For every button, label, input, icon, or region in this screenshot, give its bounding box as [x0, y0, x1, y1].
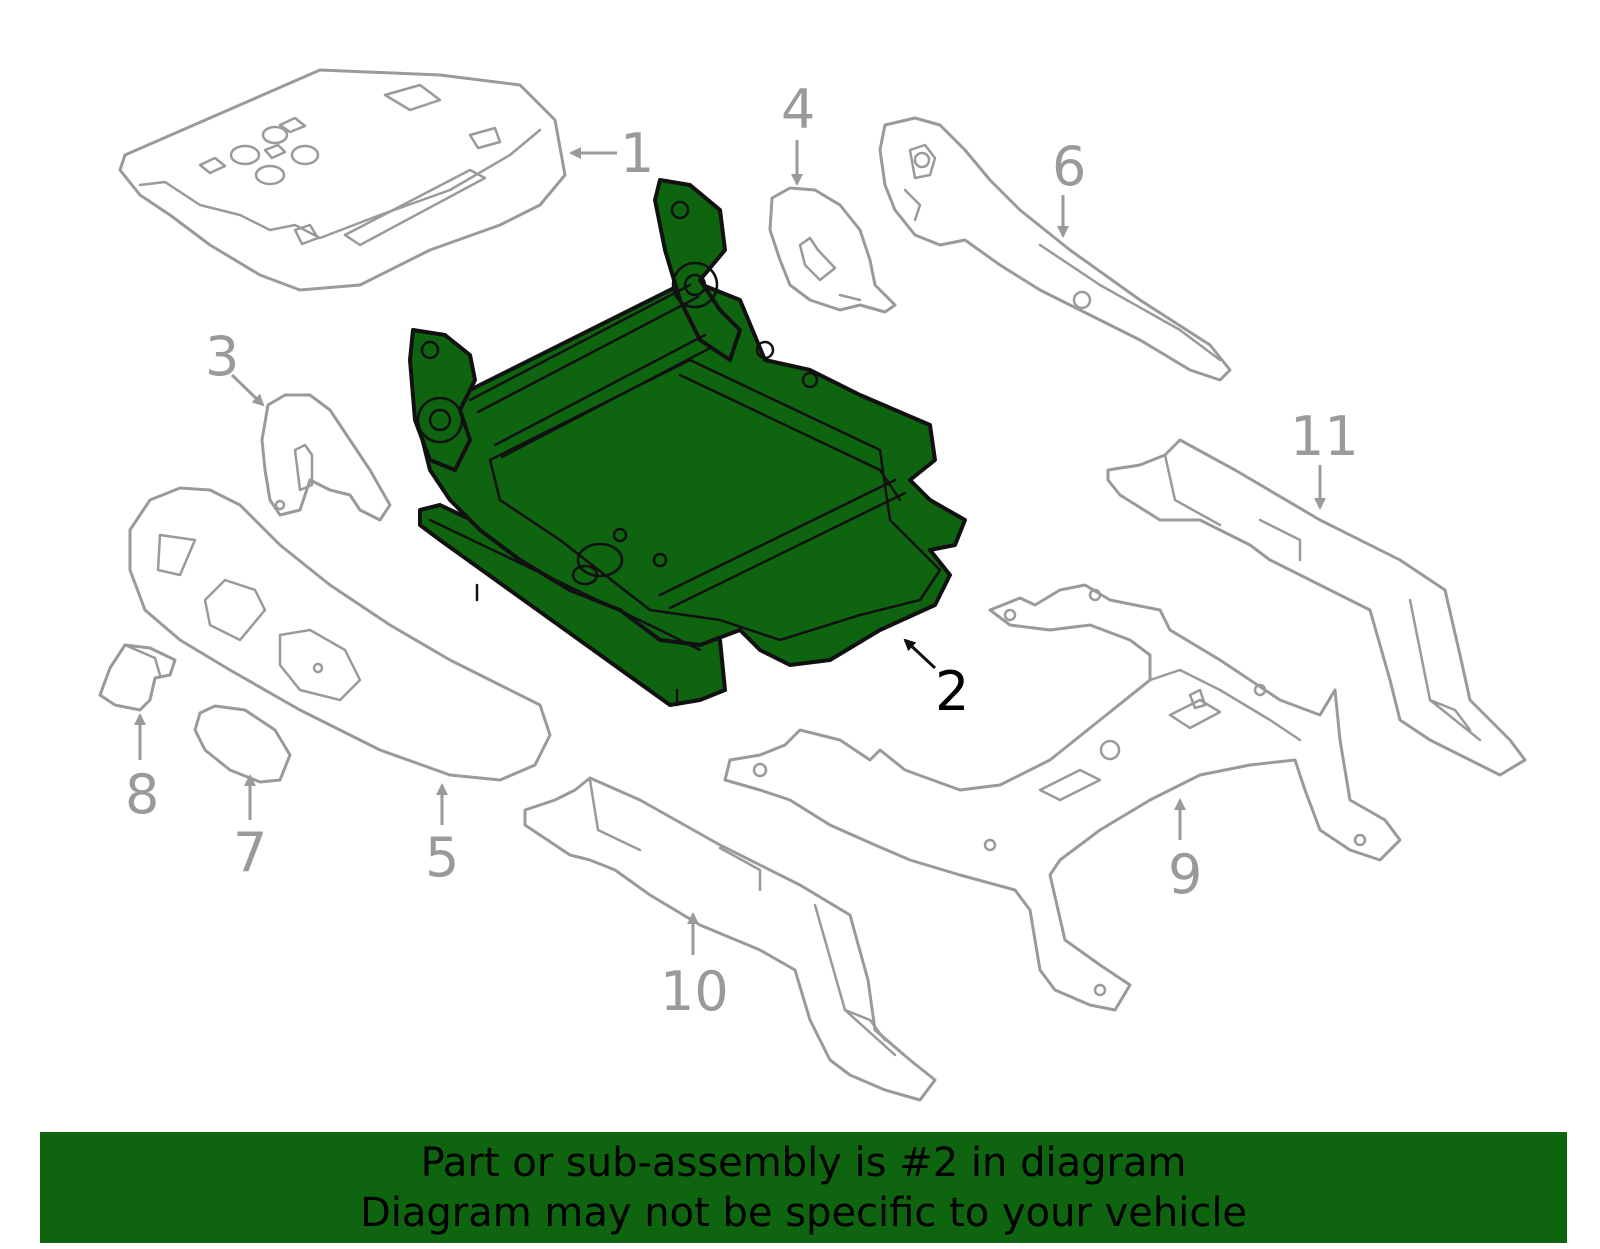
part-4-recliner-cover[interactable] — [768, 186, 897, 314]
part-3-side-cover[interactable] — [260, 393, 392, 522]
callout-6: 6 — [1052, 135, 1086, 198]
part-8-knob-cap[interactable] — [98, 643, 177, 712]
part-10-riser-rail-left[interactable] — [523, 776, 937, 1102]
callout-7: 7 — [233, 821, 267, 884]
part-2-seat-frame-assembly[interactable] — [408, 178, 967, 707]
callout-8: 8 — [125, 763, 159, 826]
callout-1: 1 — [620, 122, 654, 185]
callout-10: 10 — [660, 960, 729, 1023]
part-11-riser-rail-right[interactable] — [1106, 438, 1527, 777]
part-1-cushion-pan[interactable] — [118, 68, 567, 292]
part-9-base-frame[interactable] — [723, 583, 1402, 1012]
info-banner: Part or sub-assembly is #2 in diagram Di… — [40, 1132, 1567, 1243]
callout-4: 4 — [781, 78, 815, 141]
banner-line-1: Part or sub-assembly is #2 in diagram — [420, 1140, 1187, 1186]
callout-2: 2 — [935, 660, 969, 723]
part-7-oval-knob[interactable] — [193, 704, 292, 784]
callout-9: 9 — [1168, 843, 1202, 906]
callout-11: 11 — [1290, 405, 1359, 468]
callout-3: 3 — [205, 325, 239, 388]
part-6-recliner-bracket[interactable] — [878, 116, 1232, 382]
part-5-side-shield[interactable] — [128, 486, 552, 782]
banner-line-2: Diagram may not be specific to your vehi… — [359, 1190, 1248, 1236]
callout-5: 5 — [425, 826, 459, 889]
